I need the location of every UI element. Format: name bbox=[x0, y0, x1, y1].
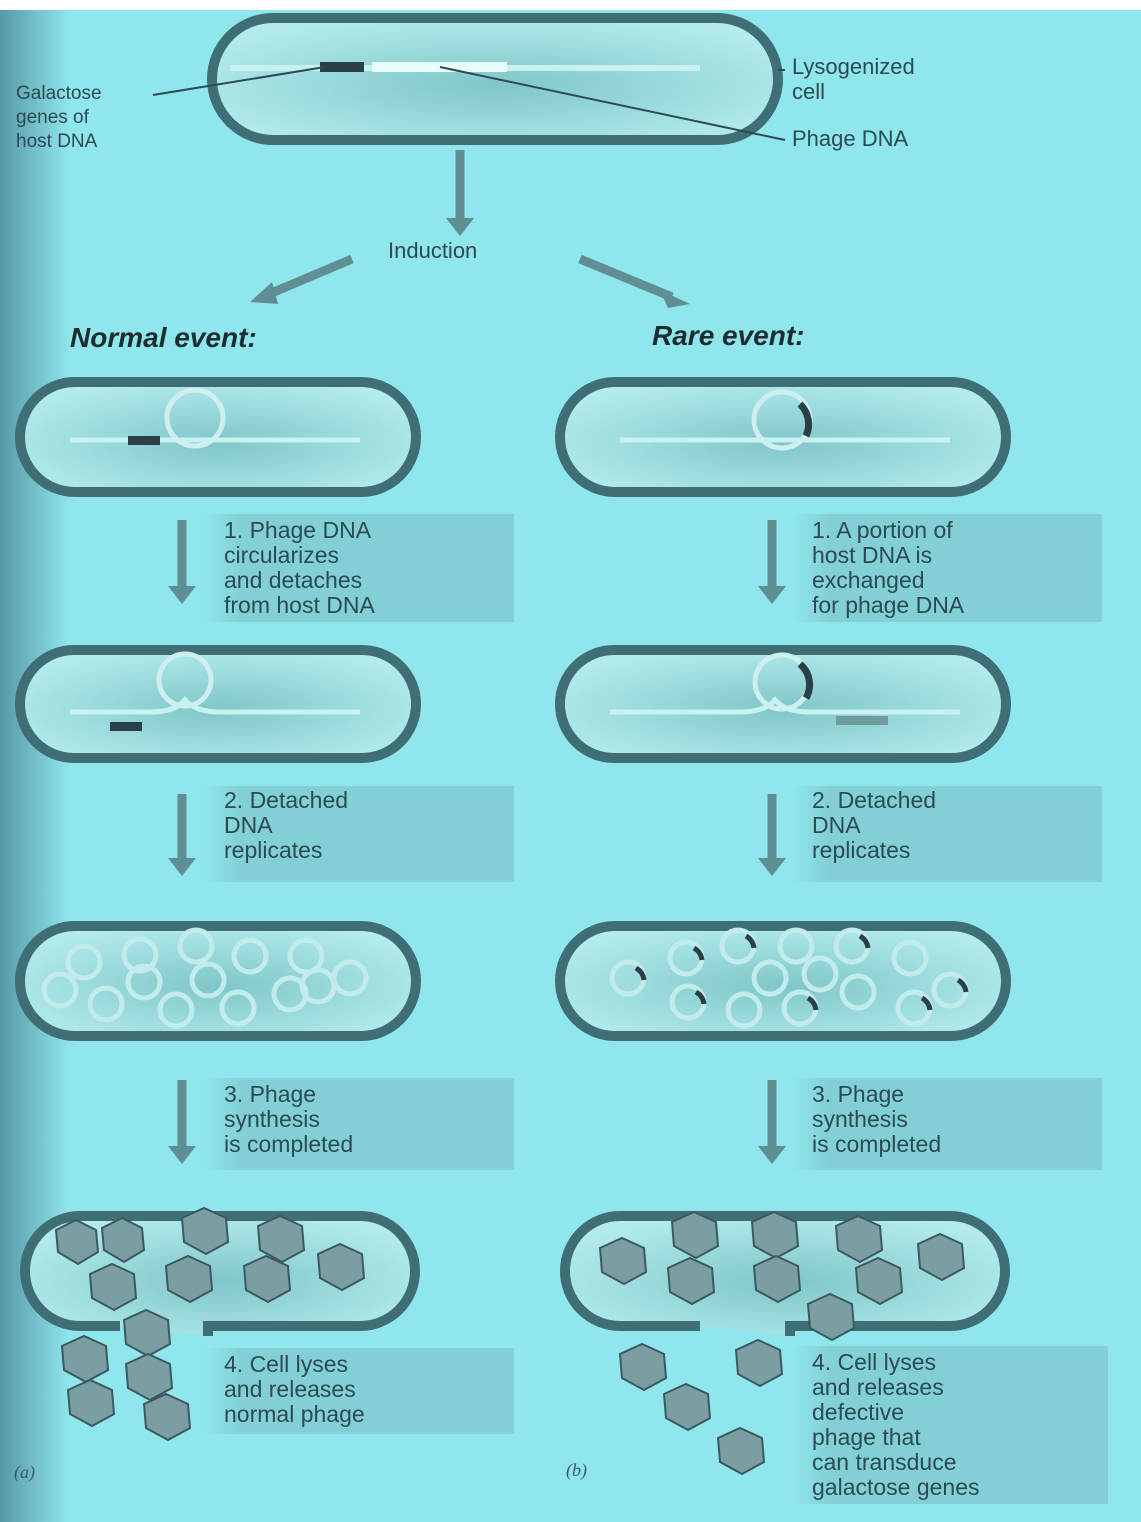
right-arrow-2 bbox=[758, 794, 786, 876]
right-step1-text: 1. A portion of host DNA is exchanged fo… bbox=[812, 518, 964, 618]
left-step3-text: 3. Phage synthesis is completed bbox=[224, 1082, 353, 1157]
left-arrow-1 bbox=[168, 520, 196, 604]
normal-event-heading: Normal event: bbox=[70, 322, 257, 354]
right-cell-2 bbox=[560, 650, 1006, 758]
right-arrow-3 bbox=[758, 1080, 786, 1164]
left-step4-text: 4. Cell lyses and releases normal phage bbox=[224, 1352, 365, 1427]
left-arrow-2 bbox=[168, 794, 196, 876]
panel-a-label: (a) bbox=[14, 1462, 35, 1483]
right-cell-1 bbox=[560, 382, 1006, 492]
panel-b-label: (b) bbox=[566, 1460, 587, 1481]
right-step2-text: 2. Detached DNA replicates bbox=[812, 788, 936, 863]
galactose-genes-label: Galactose genes of host DNA bbox=[16, 82, 102, 154]
right-step3-text: 3. Phage synthesis is completed bbox=[812, 1082, 941, 1157]
left-cell-3 bbox=[20, 926, 416, 1036]
rare-event-heading: Rare event: bbox=[652, 320, 805, 352]
induction-label: Induction bbox=[388, 238, 477, 263]
induction-arrows bbox=[250, 150, 690, 308]
phage-dna-segment bbox=[372, 62, 507, 72]
right-step4-text: 4. Cell lyses and releases defective pha… bbox=[812, 1350, 980, 1500]
lysogenized-cell-label: Lysogenized cell bbox=[792, 54, 915, 104]
phage-dna-label: Phage DNA bbox=[792, 126, 908, 151]
right-cell-3 bbox=[560, 926, 1006, 1036]
right-arrow-1 bbox=[758, 520, 786, 604]
left-cell-2 bbox=[20, 650, 416, 758]
left-step1-text: 1. Phage DNA circularizes and detaches f… bbox=[224, 518, 375, 618]
left-cell-1 bbox=[20, 382, 416, 492]
galactose-gene-segment bbox=[320, 62, 364, 72]
left-step2-text: 2. Detached DNA replicates bbox=[224, 788, 348, 863]
left-arrow-3 bbox=[168, 1080, 196, 1164]
